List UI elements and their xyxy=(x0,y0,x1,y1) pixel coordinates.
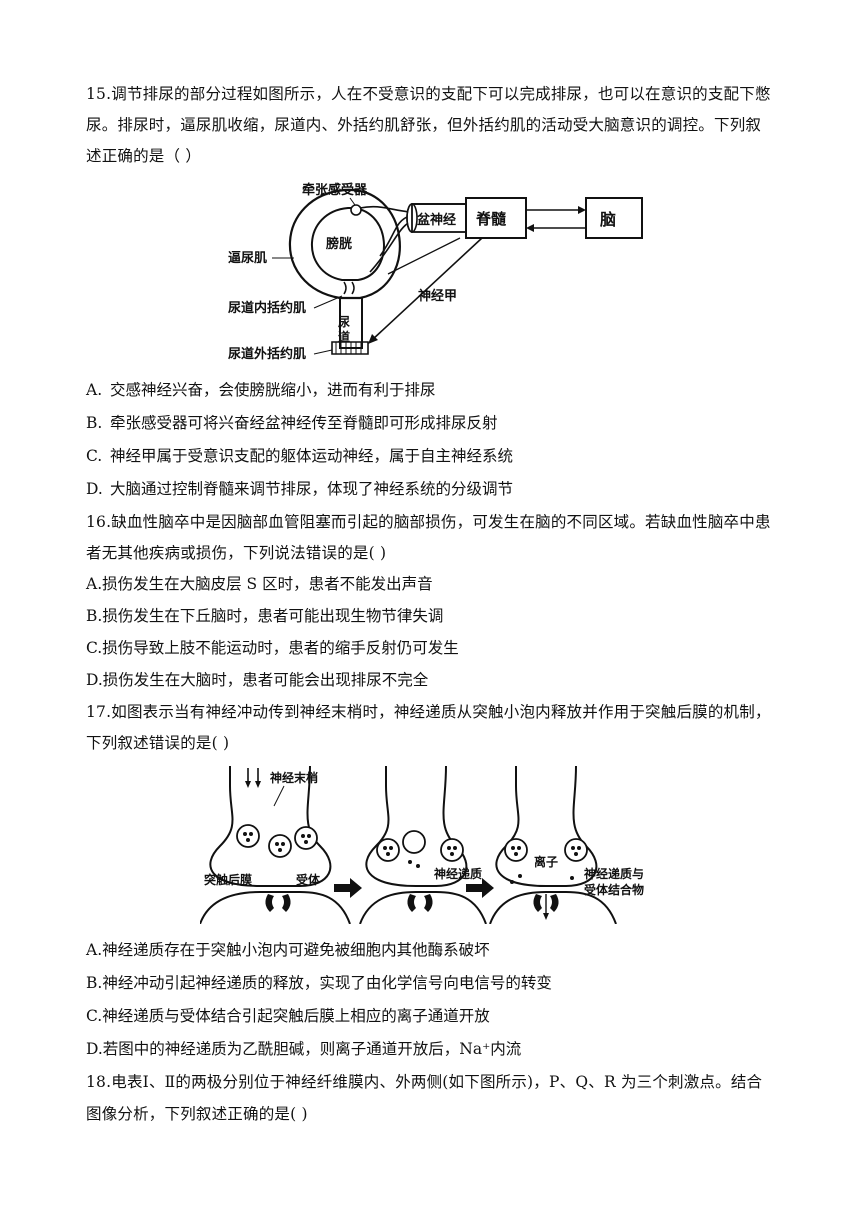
label-detrusor: 逼尿肌 xyxy=(228,251,267,266)
q15-stem-line-2: 尿。排尿时，逼尿肌收缩，尿道内、外括约肌舒张，但外括约肌的活动受大脑意识的调控。… xyxy=(86,116,762,134)
q16-option-d: D.损伤发生在大脑时，患者可能会出现排尿不完全 xyxy=(86,671,429,689)
label-nerve-a: 神经甲 xyxy=(418,288,457,304)
q16-stem-line-2: 者无其他疾病或损伤，下列说法错误的是( ) xyxy=(86,544,387,562)
label-postsynaptic: 突触后膜 xyxy=(204,872,252,887)
label-bladder: 膀胱 xyxy=(325,236,352,252)
q17-option-d: D.若图中的神经递质为乙酰胆碱，则离子通道开放后，Na⁺内流 xyxy=(86,1040,522,1058)
q15-option-d-key: D. xyxy=(86,480,103,498)
q17-option-a: A.神经递质存在于突触小泡内可避免被细胞内其他酶系破坏 xyxy=(86,941,490,959)
q18-stem-line-1: 18.电表Ⅰ、Ⅱ的两极分别位于神经纤维膜内、外两侧(如下图所示)，P、Q、R 为… xyxy=(86,1073,763,1091)
q15-option-c-text: 神经甲属于受意识支配的躯体运动神经，属于自主神经系统 xyxy=(110,447,514,465)
q18-stem-line-2: 图像分析，下列叙述正确的是( ) xyxy=(86,1105,308,1123)
q15-option-a-text: 交感神经兴奋，会使膀胱缩小，进而有利于排尿 xyxy=(110,381,436,399)
label-complex-2: 受体结合物 xyxy=(584,882,644,897)
label-transmitter: 神经递质 xyxy=(434,866,482,881)
label-brain: 脑 xyxy=(600,210,616,229)
label-spinal-cord: 脊髓 xyxy=(475,210,507,228)
q17-option-c: C.神经递质与受体结合引起突触后膜上相应的离子通道开放 xyxy=(86,1007,490,1025)
q15-option-b-key: B. xyxy=(86,414,103,432)
label-urethra-2: 道 xyxy=(338,329,350,344)
label-complex-1: 神经递质与 xyxy=(584,866,644,881)
q15-option-d: D. 大脑通过控制脊髓来调节排尿，体现了神经系统的分级调节 xyxy=(86,479,513,499)
q16-stem-line-1: 16.缺血性脑卒中是因脑部血管阻塞而引起的脑部损伤，可发生在脑的不同区域。若缺血… xyxy=(86,513,771,531)
label-ion: 离子 xyxy=(534,854,558,869)
micturition-diagram: 盆神经 脊髓 脑 神经甲 牵张感受器 膀胱 逼尿肌 尿道内括约肌 尿 道 尿道外… xyxy=(228,182,643,362)
q15-stem-line-3: 述正确的是（ ） xyxy=(86,147,202,165)
label-pelvic-nerve: 盆神经 xyxy=(416,212,456,228)
q16-option-c: C.损伤导致上肢不能运动时，患者的缩手反射仍可发生 xyxy=(86,639,459,657)
q16-option-b: B.损伤发生在下丘脑时，患者可能出现生物节律失调 xyxy=(86,607,444,625)
q15-option-c-key: C. xyxy=(86,447,103,465)
q15-option-a-key: A. xyxy=(86,381,103,399)
q15-stem-line-1: 15.调节排尿的部分过程如图所示，人在不受意识的支配下可以完成排尿，也可以在意识… xyxy=(86,85,771,103)
label-urethra-1: 尿 xyxy=(338,314,350,329)
q15-option-c: C. 神经甲属于受意识支配的躯体运动神经，属于自主神经系统 xyxy=(86,446,513,466)
label-receptor: 受体 xyxy=(296,872,321,887)
label-external-sphincter: 尿道外括约肌 xyxy=(228,346,306,362)
label-internal-sphincter: 尿道内括约肌 xyxy=(228,300,306,316)
q17-stem-line-1: 17.如图表示当有神经冲动传到神经末梢时，神经递质从突触小泡内释放并作用于突触后… xyxy=(86,703,771,721)
q17-option-b: B.神经冲动引起神经递质的释放，实现了由化学信号向电信号的转变 xyxy=(86,974,552,992)
q15-option-d-text: 大脑通过控制脊髓来调节排尿，体现了神经系统的分级调节 xyxy=(110,480,514,498)
label-terminal: 神经末梢 xyxy=(270,770,318,785)
q17-stem-line-2: 下列叙述错误的是( ) xyxy=(86,734,230,752)
label-stretch-receptor: 牵张感受器 xyxy=(302,182,368,198)
q15-option-a: A. 交感神经兴奋，会使膀胱缩小，进而有利于排尿 xyxy=(86,380,436,400)
synapse-diagram: 神经末梢 突触后膜 受体 神经递质 xyxy=(200,766,644,924)
q16-option-a: A.损伤发生在大脑皮层 S 区时，患者不能发出声音 xyxy=(86,575,433,593)
q15-option-b: B. 牵张感受器可将兴奋经盆神经传至脊髓即可形成排尿反射 xyxy=(86,413,498,433)
q15-option-b-text: 牵张感受器可将兴奋经盆神经传至脊髓即可形成排尿反射 xyxy=(110,414,498,432)
